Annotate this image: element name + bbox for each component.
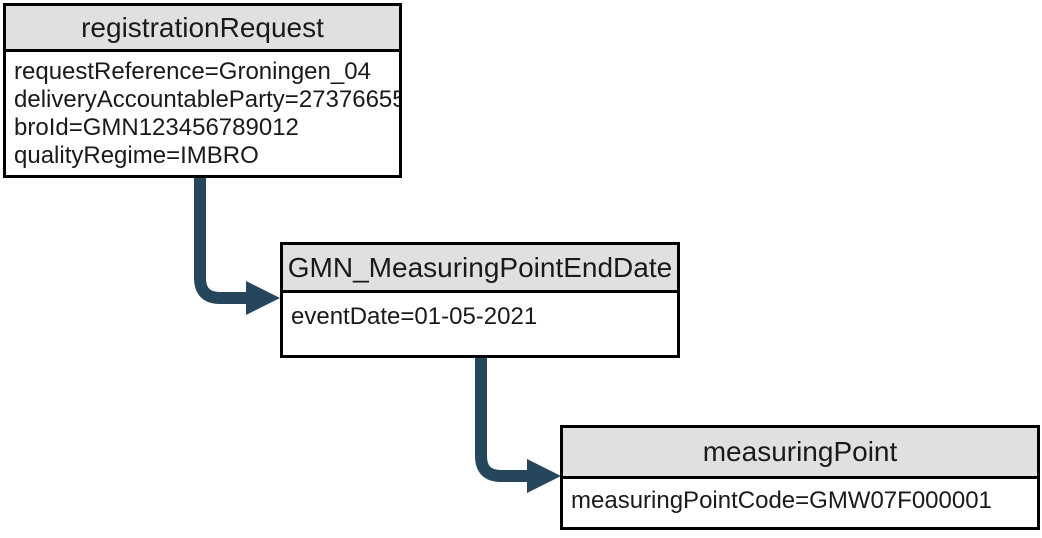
- node-attributes: requestReference=Groningen_04 deliveryAc…: [6, 52, 399, 175]
- attribute-line: deliveryAccountableParty=27376655: [14, 86, 399, 113]
- connector-arrow-registration-to-enddate: [194, 177, 280, 315]
- node-gmn-measuring-point-end-date: GMN_MeasuringPointEndDate eventDate=01-0…: [280, 242, 680, 358]
- arrow-1-line: [194, 177, 250, 304]
- arrow-2-line: [475, 357, 531, 482]
- node-attributes: eventDate=01-05-2021: [283, 293, 677, 355]
- attribute-line: broId=GMN123456789012: [14, 114, 299, 141]
- arrow-2-head-icon: [527, 459, 561, 493]
- attribute-line: qualityRegime=IMBRO: [14, 142, 259, 169]
- attribute-line: requestReference=Groningen_04: [14, 58, 371, 85]
- node-title: registrationRequest: [6, 6, 399, 52]
- node-attributes: measuringPointCode=GMW07F000001: [563, 479, 1037, 527]
- node-title: measuringPoint: [563, 428, 1037, 479]
- arrow-1-head-icon: [246, 281, 280, 315]
- attribute-line: measuringPointCode=GMW07F000001: [571, 487, 992, 514]
- attribute-line: eventDate=01-05-2021: [291, 303, 538, 330]
- node-measuring-point: measuringPoint measuringPointCode=GMW07F…: [560, 425, 1040, 530]
- node-registration-request: registrationRequest requestReference=Gro…: [3, 3, 402, 178]
- connector-arrow-enddate-to-measuringpoint: [475, 357, 561, 493]
- node-title: GMN_MeasuringPointEndDate: [283, 245, 677, 293]
